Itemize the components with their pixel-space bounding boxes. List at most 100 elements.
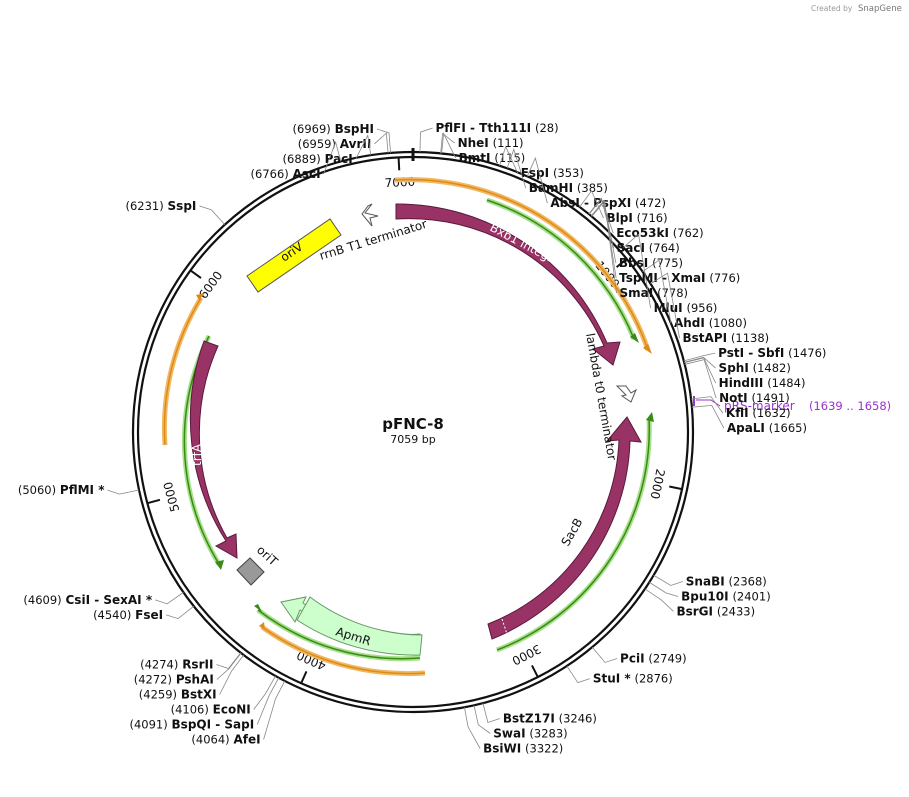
sacb-label: SacB xyxy=(558,516,585,549)
site-label: BbsI (775) xyxy=(619,256,683,270)
site-leader xyxy=(588,197,614,234)
site-label: BlpI (716) xyxy=(607,211,668,225)
credit-brand: SnapGene xyxy=(858,4,902,14)
site-label: NheI (111) xyxy=(458,136,524,150)
site-label: (5060) PflMI * xyxy=(18,483,105,497)
site-leader xyxy=(566,665,590,684)
site-label: PciI (2749) xyxy=(620,651,687,665)
restriction-site: (6959) AvrII xyxy=(298,132,389,154)
restriction-site: (4064) AfeI xyxy=(191,680,286,747)
restriction-site: (4274) RsrII xyxy=(140,652,242,672)
map-title: pFNC-8 7059 bp xyxy=(382,415,444,446)
site-label: SwaI (3283) xyxy=(493,726,567,740)
site-leader xyxy=(323,140,342,175)
site-leader xyxy=(256,677,280,725)
orit-label: oriT xyxy=(254,543,281,569)
site-label: (4609) CsiI - SexAI * xyxy=(23,593,152,607)
site-leader xyxy=(683,352,716,362)
site-label: (4274) RsrII xyxy=(140,658,213,672)
site-label: BsiWI (3322) xyxy=(483,741,563,755)
site-label: (4091) BspQI - SapI xyxy=(129,718,254,732)
site-leader xyxy=(441,132,457,159)
restriction-site: Bpu10I (2401) xyxy=(649,581,771,603)
site-leader xyxy=(579,190,604,219)
site-label: SphI (1482) xyxy=(719,361,791,375)
site-leader xyxy=(199,205,226,225)
site-leader xyxy=(464,707,481,749)
restriction-site: AhdI (1080) xyxy=(642,259,747,330)
site-leader xyxy=(526,156,548,204)
prs-marker-name: pRS-marker xyxy=(724,399,795,413)
site-label: MluI (956) xyxy=(654,301,718,315)
restriction-site: BamHI (385) xyxy=(506,148,608,195)
site-leader xyxy=(691,404,725,429)
tick-label: 7000 xyxy=(384,175,415,191)
site-leader xyxy=(642,259,672,324)
site-label: SnaBI (2368) xyxy=(686,574,767,588)
restriction-site: BstZ17I (3246) xyxy=(482,703,597,725)
site-leader xyxy=(591,200,617,294)
tick-mark xyxy=(531,664,539,678)
restriction-site: (6889) PacI xyxy=(283,134,372,166)
site-leader xyxy=(216,652,242,680)
tick-label: 2000 xyxy=(648,468,668,501)
feature-trfa: trfA xyxy=(189,340,238,559)
restriction-site: PciI (2749) xyxy=(591,646,687,665)
restriction-site: (5060) PflMI * xyxy=(18,483,140,497)
site-leader xyxy=(684,356,716,369)
site-leader xyxy=(684,359,717,399)
trfa-label: trfA xyxy=(190,443,204,466)
feature-apmr: ApmR xyxy=(280,596,423,656)
site-label: (6969) BspHI xyxy=(293,122,374,136)
tick-label: 3000 xyxy=(510,642,544,668)
restriction-site: BstAPI (1138) xyxy=(650,272,770,345)
site-label: ApaLI (1665) xyxy=(727,421,807,435)
tick-mark xyxy=(300,670,308,684)
site-label: (4272) PshAI xyxy=(134,673,214,687)
credit-prefix: Created by xyxy=(811,4,853,13)
site-leader xyxy=(482,703,501,724)
tick-mark xyxy=(147,498,161,505)
site-leader xyxy=(107,489,140,495)
site-leader xyxy=(653,574,683,586)
site-label: BstAPI (1138) xyxy=(683,331,770,345)
site-label: BamHI (385) xyxy=(529,181,608,195)
restriction-site: (4091) BspQI - SapI xyxy=(129,677,280,732)
restriction-site: BsiWI (3322) xyxy=(464,707,563,755)
site-label: AbsI - PspXI (472) xyxy=(550,196,666,210)
site-label: StuI * (2876) xyxy=(593,672,673,686)
plasmid-name: pFNC-8 xyxy=(382,415,444,433)
site-label: (6959) AvrII xyxy=(298,137,372,151)
site-leader xyxy=(216,652,242,669)
restriction-site: NheI (111) xyxy=(440,132,524,154)
site-label: SacI (764) xyxy=(617,241,680,255)
restriction-site: Eco53kI (762) xyxy=(588,197,704,240)
restriction-site: (6231) SspI xyxy=(125,199,226,225)
site-leader xyxy=(419,127,433,153)
site-label: SmaI (778) xyxy=(620,286,688,300)
site-leader xyxy=(644,588,674,612)
restriction-site: BsrGI (2433) xyxy=(644,588,755,618)
restriction-site: NotI (1491) xyxy=(684,359,790,405)
restriction-sites: PflFI - Tth111I (28)NheI (111)BmtI (115)… xyxy=(18,121,827,755)
site-label: Eco53kI (762) xyxy=(616,226,703,240)
site-label: (4106) EcoNI xyxy=(171,703,251,717)
restriction-site: (4609) CsiI - SexAI * xyxy=(23,592,184,607)
restriction-site: FspI (353) xyxy=(499,145,584,180)
plasmid-length: 7059 bp xyxy=(390,433,435,446)
restriction-site: (4540) FseI xyxy=(93,605,195,622)
tick-mark xyxy=(615,258,628,268)
site-leader xyxy=(253,675,276,710)
site-leader xyxy=(376,128,391,153)
site-leader xyxy=(154,592,184,605)
site-leader xyxy=(591,646,618,663)
prs-marker: pRS-marker (1639 .. 1658) xyxy=(693,396,891,413)
site-label: AhdI (1080) xyxy=(674,316,747,330)
site-leader xyxy=(649,581,679,597)
tick-label: 5000 xyxy=(161,480,182,513)
feature-orit: oriT xyxy=(236,543,281,586)
restriction-site: (6969) BspHI xyxy=(293,122,391,153)
restriction-site: (4272) PshAI xyxy=(134,652,242,687)
restriction-site: SwaI (3283) xyxy=(473,705,568,740)
